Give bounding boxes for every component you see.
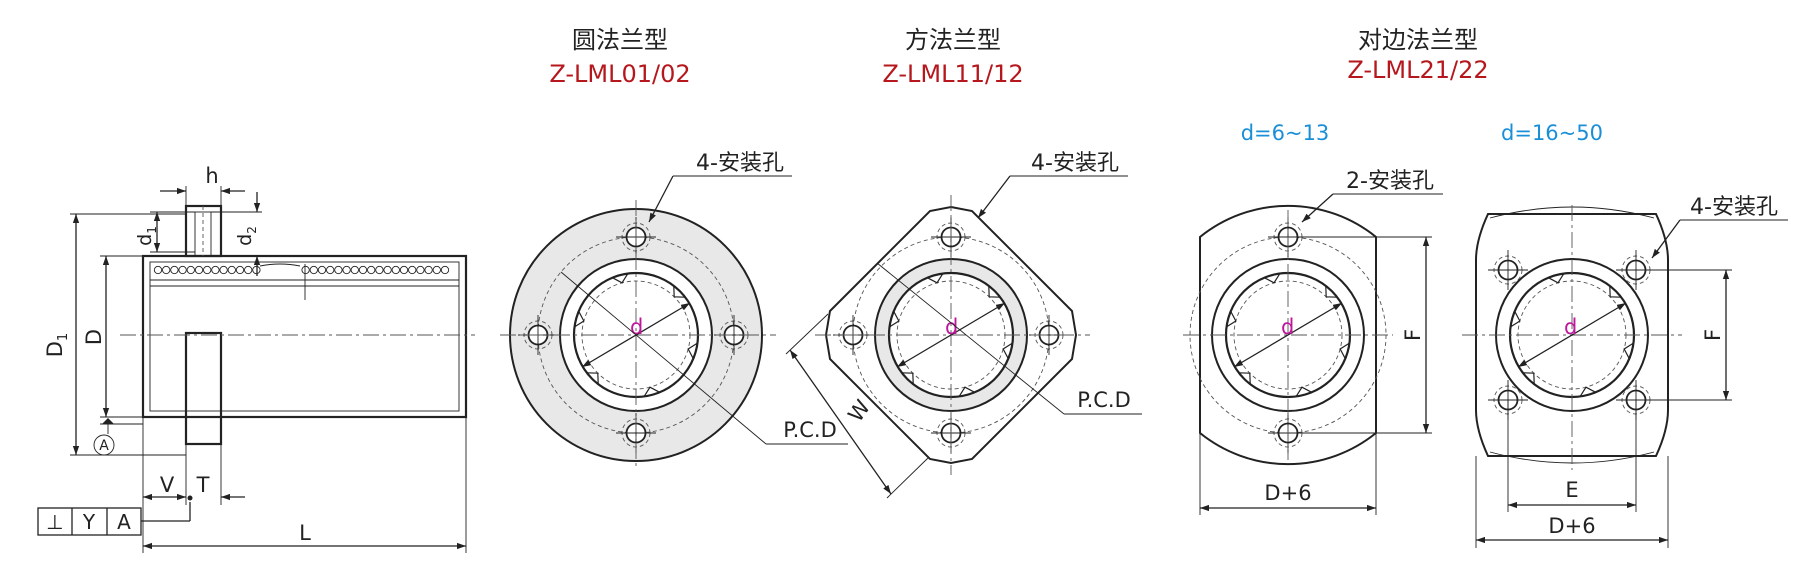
flange-top	[184, 204, 223, 258]
ball-groove	[643, 386, 660, 397]
ball	[358, 265, 368, 275]
dim-T: T	[196, 473, 210, 497]
two-side-flange-large-view: d=16~50 d 4-安装孔 F E	[1462, 121, 1788, 548]
ball	[391, 265, 400, 275]
small-hole-label: 2-安装孔	[1346, 169, 1434, 194]
ball-groove	[988, 285, 1001, 298]
dim-V: V	[160, 473, 175, 497]
ball	[408, 265, 417, 275]
ball	[383, 265, 392, 275]
ball	[432, 265, 441, 275]
ball-groove	[1238, 372, 1251, 385]
ball-groove	[1295, 386, 1312, 397]
svg-text:Y: Y	[82, 510, 96, 534]
ball-groove	[1325, 285, 1338, 298]
large-dim-E: E	[1565, 478, 1578, 502]
ball	[211, 265, 220, 275]
ball	[235, 265, 245, 275]
ball	[219, 265, 228, 275]
square-pcd-label: P.C.D	[1077, 388, 1131, 412]
ball-groove	[612, 273, 629, 284]
ball	[440, 265, 450, 275]
svg-text:⊥: ⊥	[46, 510, 63, 534]
ball	[194, 265, 204, 275]
ball	[326, 265, 335, 275]
bearing-body	[141, 254, 468, 419]
ball	[162, 265, 171, 275]
ball-groove	[1522, 372, 1535, 385]
large-hole-label: 4-安装孔	[1690, 195, 1778, 220]
dim-D1: D1	[43, 333, 71, 357]
round-pcd-label: P.C.D	[783, 418, 837, 442]
dim-d2: d2	[234, 226, 259, 246]
datum-A-label: A	[99, 438, 109, 454]
round-hole-label: 4-安装孔	[696, 151, 784, 176]
ball-groove	[673, 285, 686, 298]
two-side-flange-small-view: d=6~13 d 2-安装孔 F D+6	[1183, 121, 1443, 515]
small-bore-d: d	[1281, 315, 1294, 339]
small-dim-F: F	[1401, 329, 1425, 341]
small-range-label: d=6~13	[1241, 121, 1330, 145]
large-dim-F: F	[1701, 329, 1725, 341]
ball	[170, 265, 179, 275]
small-dim-width: D+6	[1264, 481, 1311, 505]
flange-section	[184, 331, 223, 446]
ball-groove	[1264, 273, 1281, 284]
dim-D: D	[82, 329, 106, 345]
ball	[153, 265, 163, 275]
square-flange-title: 方法兰型	[905, 26, 1001, 54]
ball	[416, 265, 425, 275]
dim-L: L	[299, 521, 311, 545]
round-flange-view: 圆法兰型 Z-LML01/02 d 4-安装孔 P.C.D	[500, 26, 848, 470]
two-side-flange-code: Z-LML21/22	[1347, 56, 1488, 84]
square-hole-label: 4-安装孔	[1031, 151, 1119, 176]
ball-groove	[586, 372, 599, 385]
dim-d1: d1	[134, 226, 159, 246]
ball	[334, 265, 343, 275]
datum-A-symbol	[93, 434, 115, 456]
side-view: D1 D h d1 d2 A V T	[37, 164, 475, 553]
ball	[178, 265, 187, 275]
svg-text:A: A	[117, 510, 131, 534]
ball	[317, 265, 327, 275]
ball-row	[153, 263, 450, 275]
ball-groove	[1579, 386, 1596, 397]
square-flange-code: Z-LML11/12	[882, 60, 1023, 88]
ball	[203, 265, 212, 275]
round-flange-code: Z-LML01/02	[549, 60, 690, 88]
large-range-label: d=16~50	[1501, 121, 1603, 145]
ball-groove	[958, 386, 975, 397]
ball	[424, 265, 433, 275]
ball	[375, 265, 384, 275]
ball	[301, 265, 310, 275]
ball	[244, 265, 253, 275]
square-flange-view: 方法兰型 Z-LML11/12 d 4-安装孔 P.C.D W	[785, 26, 1142, 499]
ball	[399, 265, 409, 275]
ball-groove	[1548, 273, 1565, 284]
tolerance-frame: ⊥ Y A	[37, 502, 191, 536]
bearing-inner-outline	[149, 261, 460, 412]
round-flange-title: 圆法兰型	[572, 26, 668, 54]
dim-h: h	[205, 164, 218, 188]
large-bore-d: d	[1564, 315, 1577, 339]
ball	[367, 265, 376, 275]
ball	[350, 265, 359, 275]
ball	[186, 265, 195, 275]
large-dim-width: D+6	[1548, 514, 1595, 538]
two-side-flange-title: 对边法兰型	[1358, 26, 1478, 54]
ball-groove	[901, 372, 914, 385]
ball	[227, 265, 236, 275]
ball-groove	[1609, 285, 1622, 298]
ball-groove	[927, 273, 944, 284]
ball	[309, 265, 318, 275]
two-side-flange-group: 对边法兰型 Z-LML21/22 d=6~13 d 2-安装孔 F	[1183, 26, 1788, 548]
ball	[342, 265, 351, 275]
